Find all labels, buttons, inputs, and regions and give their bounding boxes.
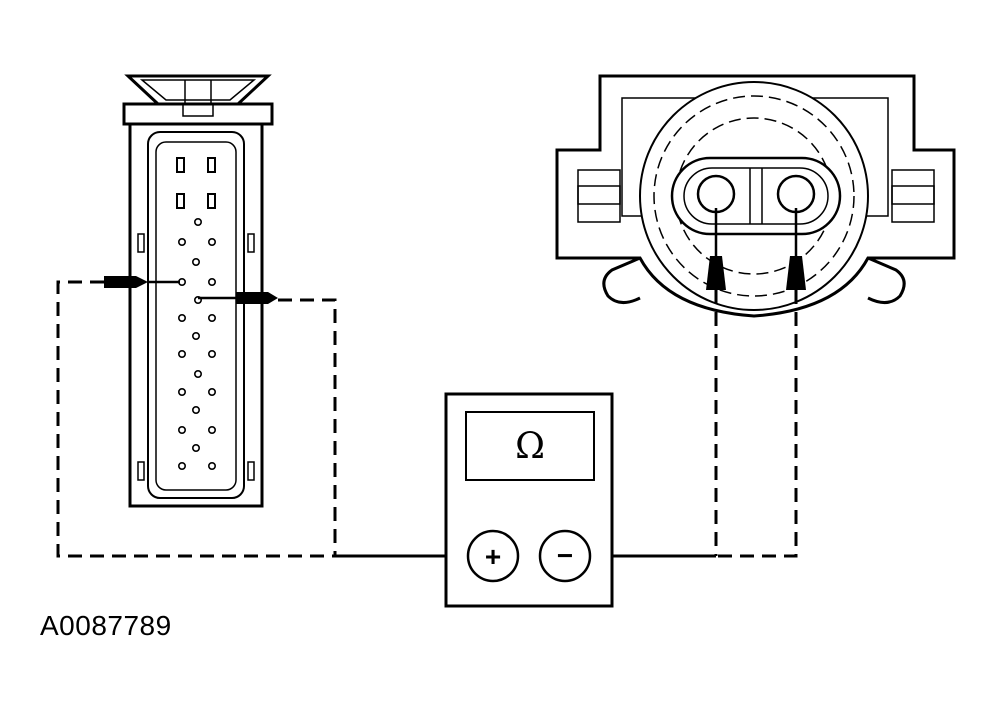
pin-small	[178, 461, 187, 470]
pin-small	[208, 387, 217, 396]
probe-tip-right	[786, 256, 806, 290]
pin-small	[192, 331, 201, 340]
pin-small	[208, 313, 217, 322]
pin-large	[176, 193, 185, 209]
pin-small	[208, 277, 217, 286]
pin-small	[208, 238, 217, 247]
pin-large	[207, 193, 216, 209]
probe-tip-a	[104, 276, 148, 288]
negative-terminal-label: −	[557, 540, 573, 571]
pin-small	[194, 218, 203, 227]
pin-small	[192, 405, 201, 414]
small-pin-array	[178, 218, 217, 470]
negative-terminal	[538, 529, 592, 583]
pin-small	[178, 313, 187, 322]
pin-large	[176, 157, 185, 173]
pin-small	[178, 425, 187, 434]
pin-small	[194, 369, 203, 378]
dashed-lead-left-b	[278, 298, 337, 556]
pin-large	[207, 157, 216, 173]
pin-small	[208, 461, 217, 470]
pin-small	[178, 387, 187, 396]
probe-tip-b	[236, 292, 278, 304]
meter-display	[465, 411, 595, 481]
ohmmeter: Ω + −	[444, 392, 614, 608]
dashed-lead-right-b	[716, 290, 798, 558]
probe-tip-left	[706, 256, 726, 290]
pin-small	[208, 425, 217, 434]
left-probes	[104, 276, 278, 304]
socket-pin-right	[776, 174, 816, 214]
meter-display-symbol: Ω	[515, 426, 545, 467]
pin-small	[208, 349, 217, 358]
socket-pin-left	[696, 174, 736, 214]
pin-small	[178, 349, 187, 358]
two-pin-connector	[555, 74, 956, 318]
multi-pin-connector	[122, 74, 274, 508]
positive-terminal	[466, 529, 520, 583]
pin-small	[192, 443, 201, 452]
dashed-lead-left	[56, 280, 335, 558]
pin-small	[192, 257, 201, 266]
figure-reference-id: A0087789	[40, 610, 172, 641]
pin-small	[178, 238, 187, 247]
positive-terminal-label: +	[485, 541, 501, 572]
